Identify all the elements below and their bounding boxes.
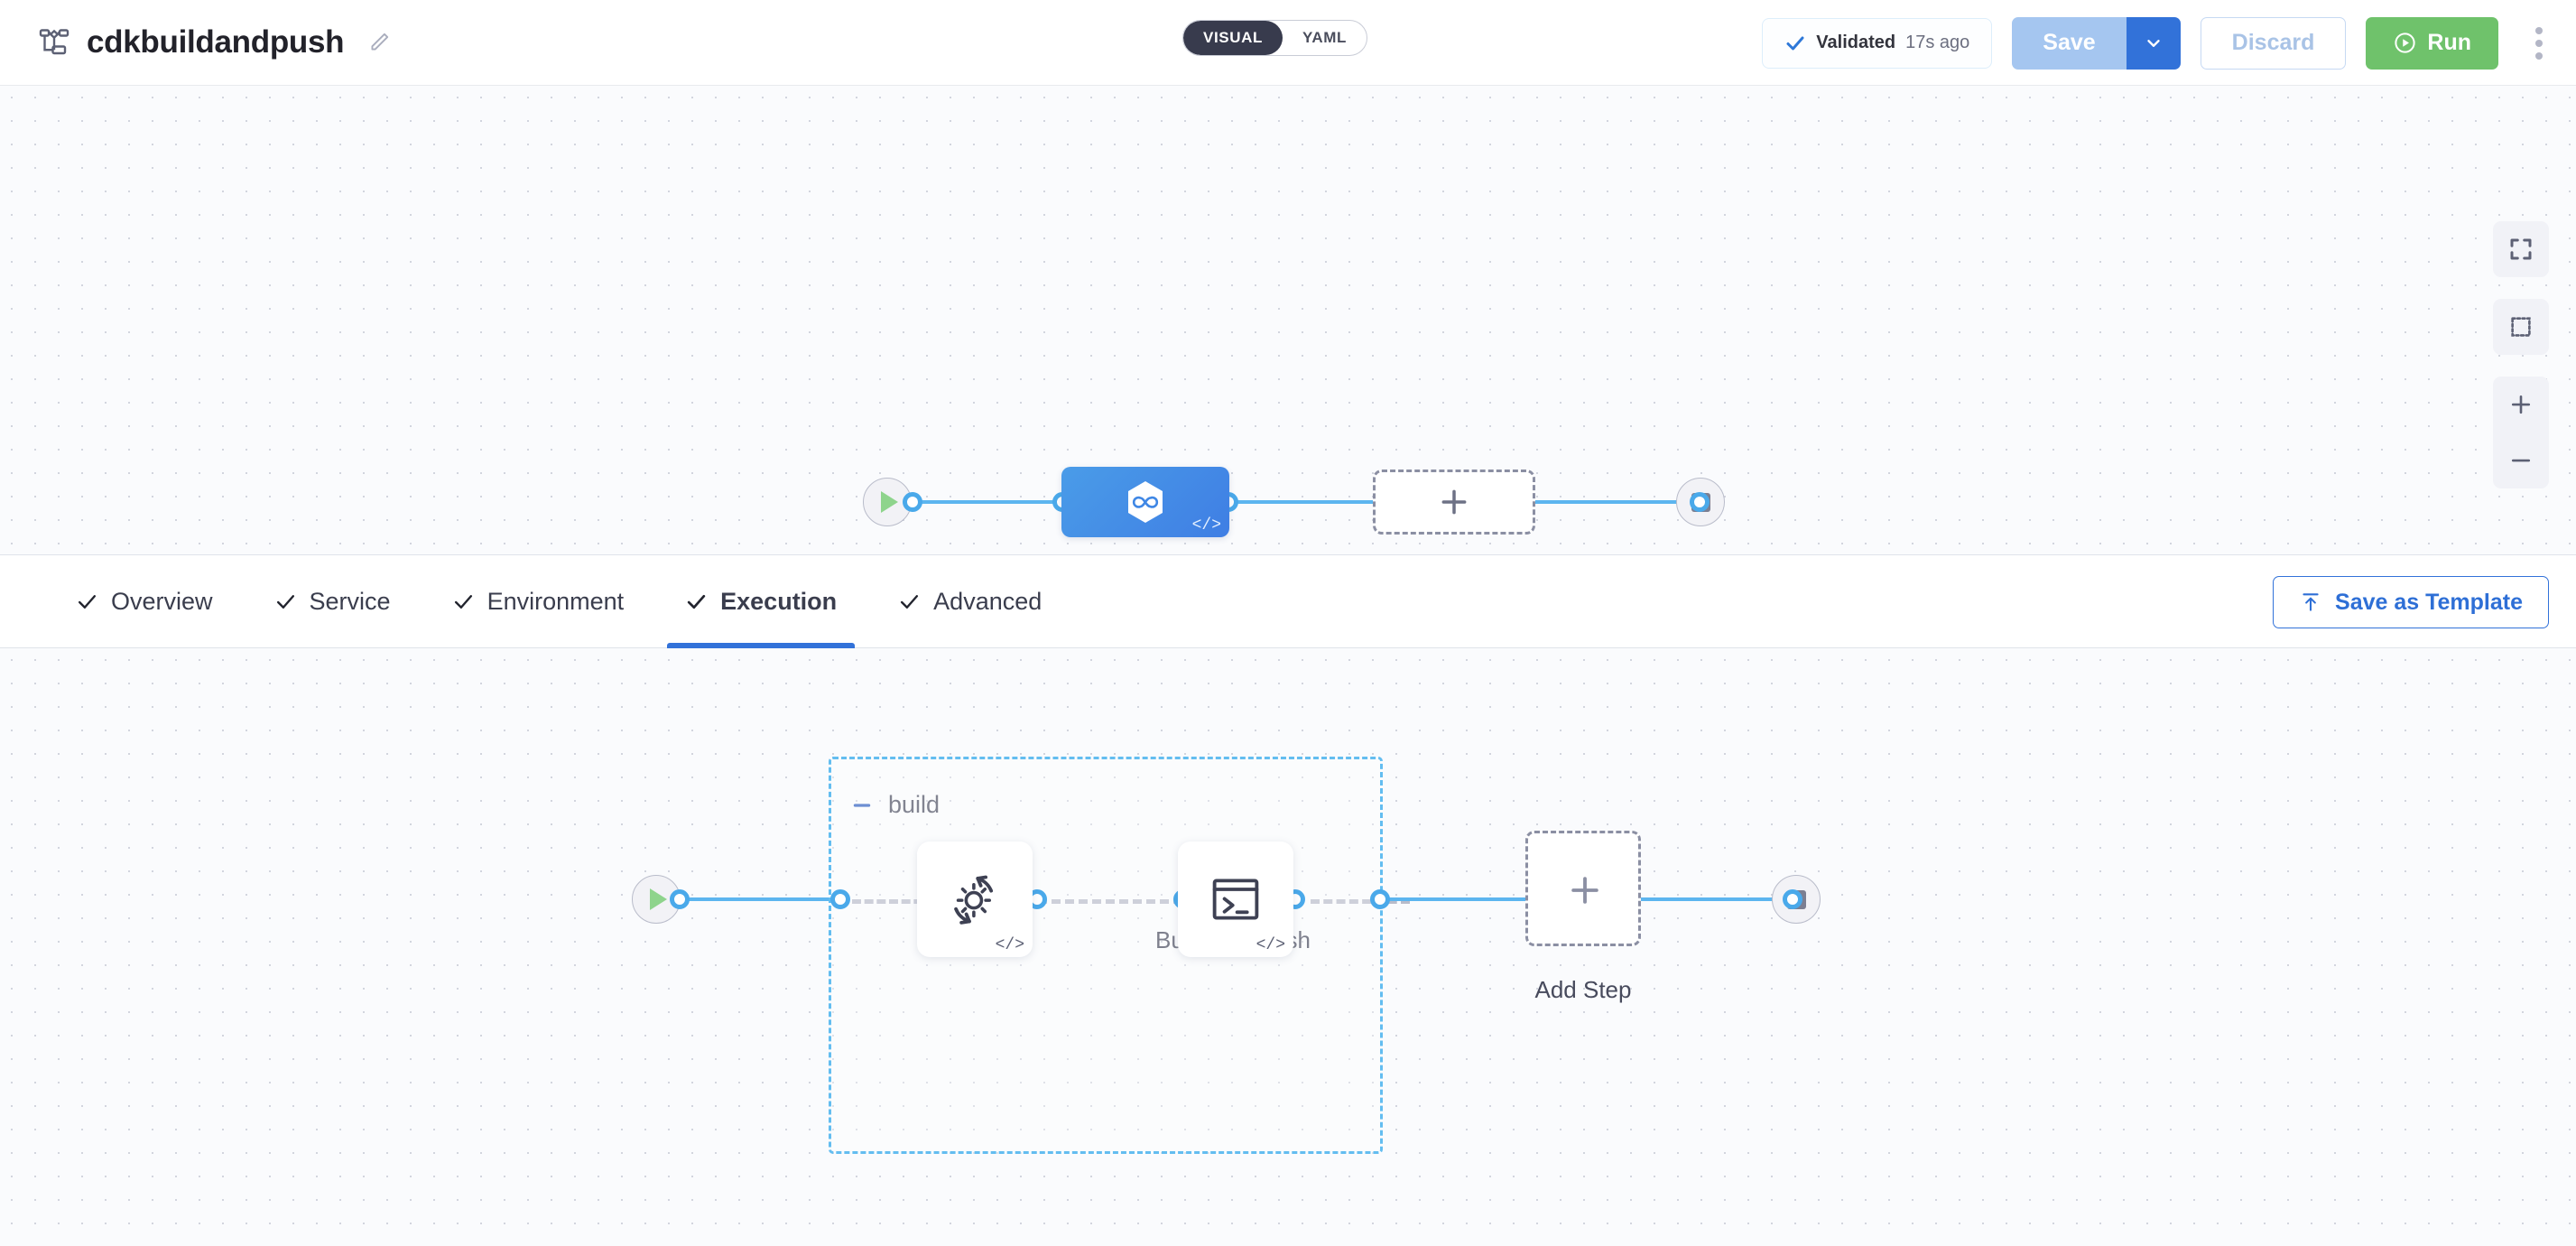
page-title: cdkbuildandpush [87, 24, 345, 60]
save-as-template-button[interactable]: Save as Template [2273, 576, 2549, 628]
hexagon-infinity-icon [1122, 479, 1169, 525]
play-start-icon [650, 888, 667, 910]
add-step-button[interactable] [1525, 831, 1641, 946]
tab-label: Overview [111, 587, 213, 615]
pipeline-flow-icon [38, 26, 70, 59]
connector-dot[interactable] [1370, 889, 1390, 909]
kebab-dot [2535, 26, 2543, 34]
connector-dot[interactable] [903, 492, 922, 512]
plus-icon [2507, 391, 2534, 418]
status-badge: Validated 17s ago [1762, 17, 1993, 69]
stage-code-badge: </> [1191, 516, 1221, 535]
header-left-group: cdkbuildandpush [0, 24, 391, 60]
save-button-group: Save [2012, 16, 2181, 70]
stage-node-ckd[interactable]: </> [1061, 467, 1229, 537]
step-edge-start-to-group [657, 897, 836, 901]
step-edge-dashed [1038, 899, 1182, 904]
save-button[interactable]: Save [2012, 16, 2127, 70]
add-stage-button[interactable] [1373, 470, 1535, 535]
tab-environment[interactable]: Environment [422, 555, 655, 648]
tab-overview[interactable]: Overview [45, 555, 244, 648]
tab-label: Execution [720, 587, 838, 615]
step-edge-dashed [1311, 899, 1410, 904]
discard-button[interactable]: Discard [2200, 16, 2347, 70]
kebab-dot [2535, 51, 2543, 60]
status-badge-label: Validated [1816, 33, 1896, 52]
add-step-label: Add Step [1534, 976, 1632, 1003]
step-code-badge: </> [1256, 936, 1285, 954]
upload-icon [2299, 590, 2322, 614]
tab-execution[interactable]: Execution [654, 555, 867, 648]
config-tabbar: Overview Service Environment Execution A… [0, 555, 2576, 648]
step-code-badge: </> [995, 936, 1024, 954]
marquee-select-icon [2507, 313, 2534, 340]
tab-label: Advanced [933, 587, 1042, 615]
check-icon [1784, 33, 1806, 54]
stage-edge-ckd-to-add [1219, 500, 1376, 504]
check-icon [452, 590, 475, 613]
tab-label: Service [309, 587, 391, 615]
fit-screen-button[interactable] [2493, 221, 2549, 277]
gear-sync-icon [945, 869, 1005, 929]
step-node-dind[interactable]: </> [917, 842, 1033, 957]
play-circle-icon [2393, 31, 2417, 55]
step-edge-add-to-end [1637, 897, 1791, 901]
kebab-menu-icon[interactable] [2518, 16, 2560, 70]
step-group-header[interactable]: build [850, 791, 940, 819]
pencil-edit-icon[interactable] [367, 31, 391, 54]
view-mode-toggle[interactable]: VISUAL YAML [1182, 20, 1367, 56]
minus-icon [2507, 447, 2534, 474]
tab-service[interactable]: Service [244, 555, 422, 648]
stage-canvas[interactable]: </> ckd Add Stage [0, 86, 2576, 555]
plus-icon [1436, 484, 1472, 520]
check-icon [76, 590, 98, 613]
run-button-label: Run [2427, 30, 2471, 55]
connector-dot[interactable] [1690, 492, 1710, 512]
check-icon [898, 590, 921, 613]
tab-list: Overview Service Environment Execution A… [0, 555, 1072, 648]
play-start-icon [881, 491, 898, 513]
step-canvas[interactable]: Execution Rol [0, 648, 2576, 1246]
plus-icon [1565, 870, 1601, 907]
check-icon [274, 590, 297, 613]
chevron-down-icon [2144, 33, 2164, 53]
status-badge-time: 17s ago [1905, 33, 1970, 52]
terminal-icon [1206, 869, 1265, 929]
kebab-dot [2535, 39, 2543, 47]
view-toggle-yaml[interactable]: YAML [1302, 29, 1347, 46]
tab-label: Environment [486, 587, 625, 615]
connector-dot[interactable] [670, 889, 690, 909]
zoom-in-button[interactable] [2493, 377, 2549, 432]
step-node-build-and-push[interactable]: </> [1178, 842, 1293, 957]
zoom-controls [2493, 377, 2549, 488]
minus-icon[interactable] [850, 794, 874, 817]
zoom-out-button[interactable] [2493, 432, 2549, 488]
save-as-template-label: Save as Template [2335, 589, 2523, 615]
save-dropdown-button[interactable] [2126, 16, 2181, 70]
tab-advanced[interactable]: Advanced [867, 555, 1072, 648]
connector-dot[interactable] [830, 889, 850, 909]
app-header: cdkbuildandpush VISUAL YAML Validated 17… [0, 0, 2576, 86]
check-icon [685, 590, 708, 613]
run-button[interactable]: Run [2366, 16, 2498, 70]
view-toggle-visual[interactable]: VISUAL [1183, 21, 1283, 55]
connector-dot[interactable] [1783, 889, 1802, 909]
marquee-select-button[interactable] [2493, 299, 2549, 355]
stage-edge-start-to-ckd [912, 500, 1083, 504]
step-group-name: build [888, 791, 941, 818]
step-group-build[interactable] [829, 757, 1383, 1154]
header-actions: Validated 17s ago Save Discard Run [1762, 0, 2560, 86]
step-edge-dashed [852, 899, 935, 904]
stage-edge-add-to-end [1531, 500, 1698, 504]
fit-screen-icon [2507, 236, 2534, 263]
canvas-controls [2493, 221, 2549, 488]
step-edge-group-to-add [1379, 897, 1531, 901]
